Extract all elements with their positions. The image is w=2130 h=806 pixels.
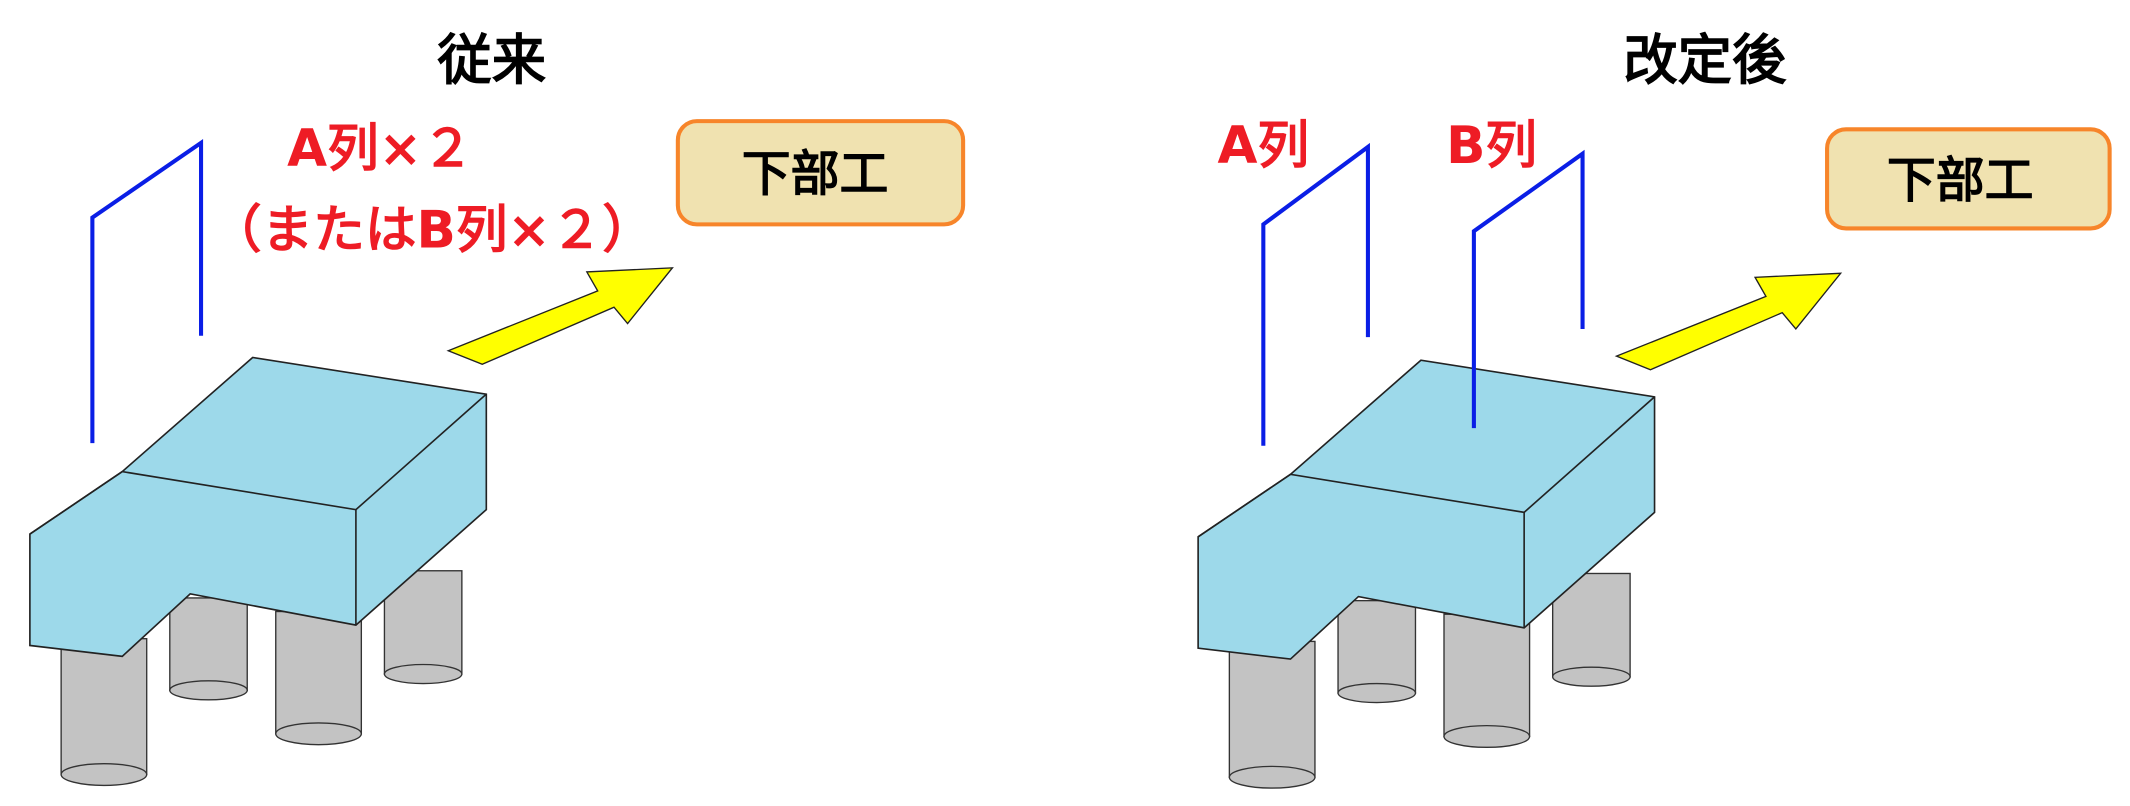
substructure-label: 下部工 (1887, 152, 2034, 209)
substructure-box (675, 119, 966, 227)
rebar-b-label: B列 (1446, 116, 1537, 176)
after-title: 改定後 (1623, 29, 1787, 92)
substructure-box (1825, 127, 2112, 231)
arrow-icon (1615, 272, 1842, 371)
rebar-a-label: A列 (1218, 116, 1310, 176)
before-panel: 従来 A列×２ （またはB列×２） 下部工 (29, 29, 966, 787)
arrow-icon (447, 267, 674, 365)
rebar-a (1261, 142, 1370, 446)
rebar-label-alt: （またはB列×２） (210, 200, 654, 260)
rebar-label: A列×２ (287, 119, 473, 179)
before-title: 従来 (436, 29, 546, 92)
rebar-a (90, 138, 204, 444)
after-panel: 改定後 A列 B列 下部工 (1197, 29, 2112, 789)
substructure-label: 下部工 (742, 145, 889, 202)
rebar-b (1471, 149, 1585, 429)
